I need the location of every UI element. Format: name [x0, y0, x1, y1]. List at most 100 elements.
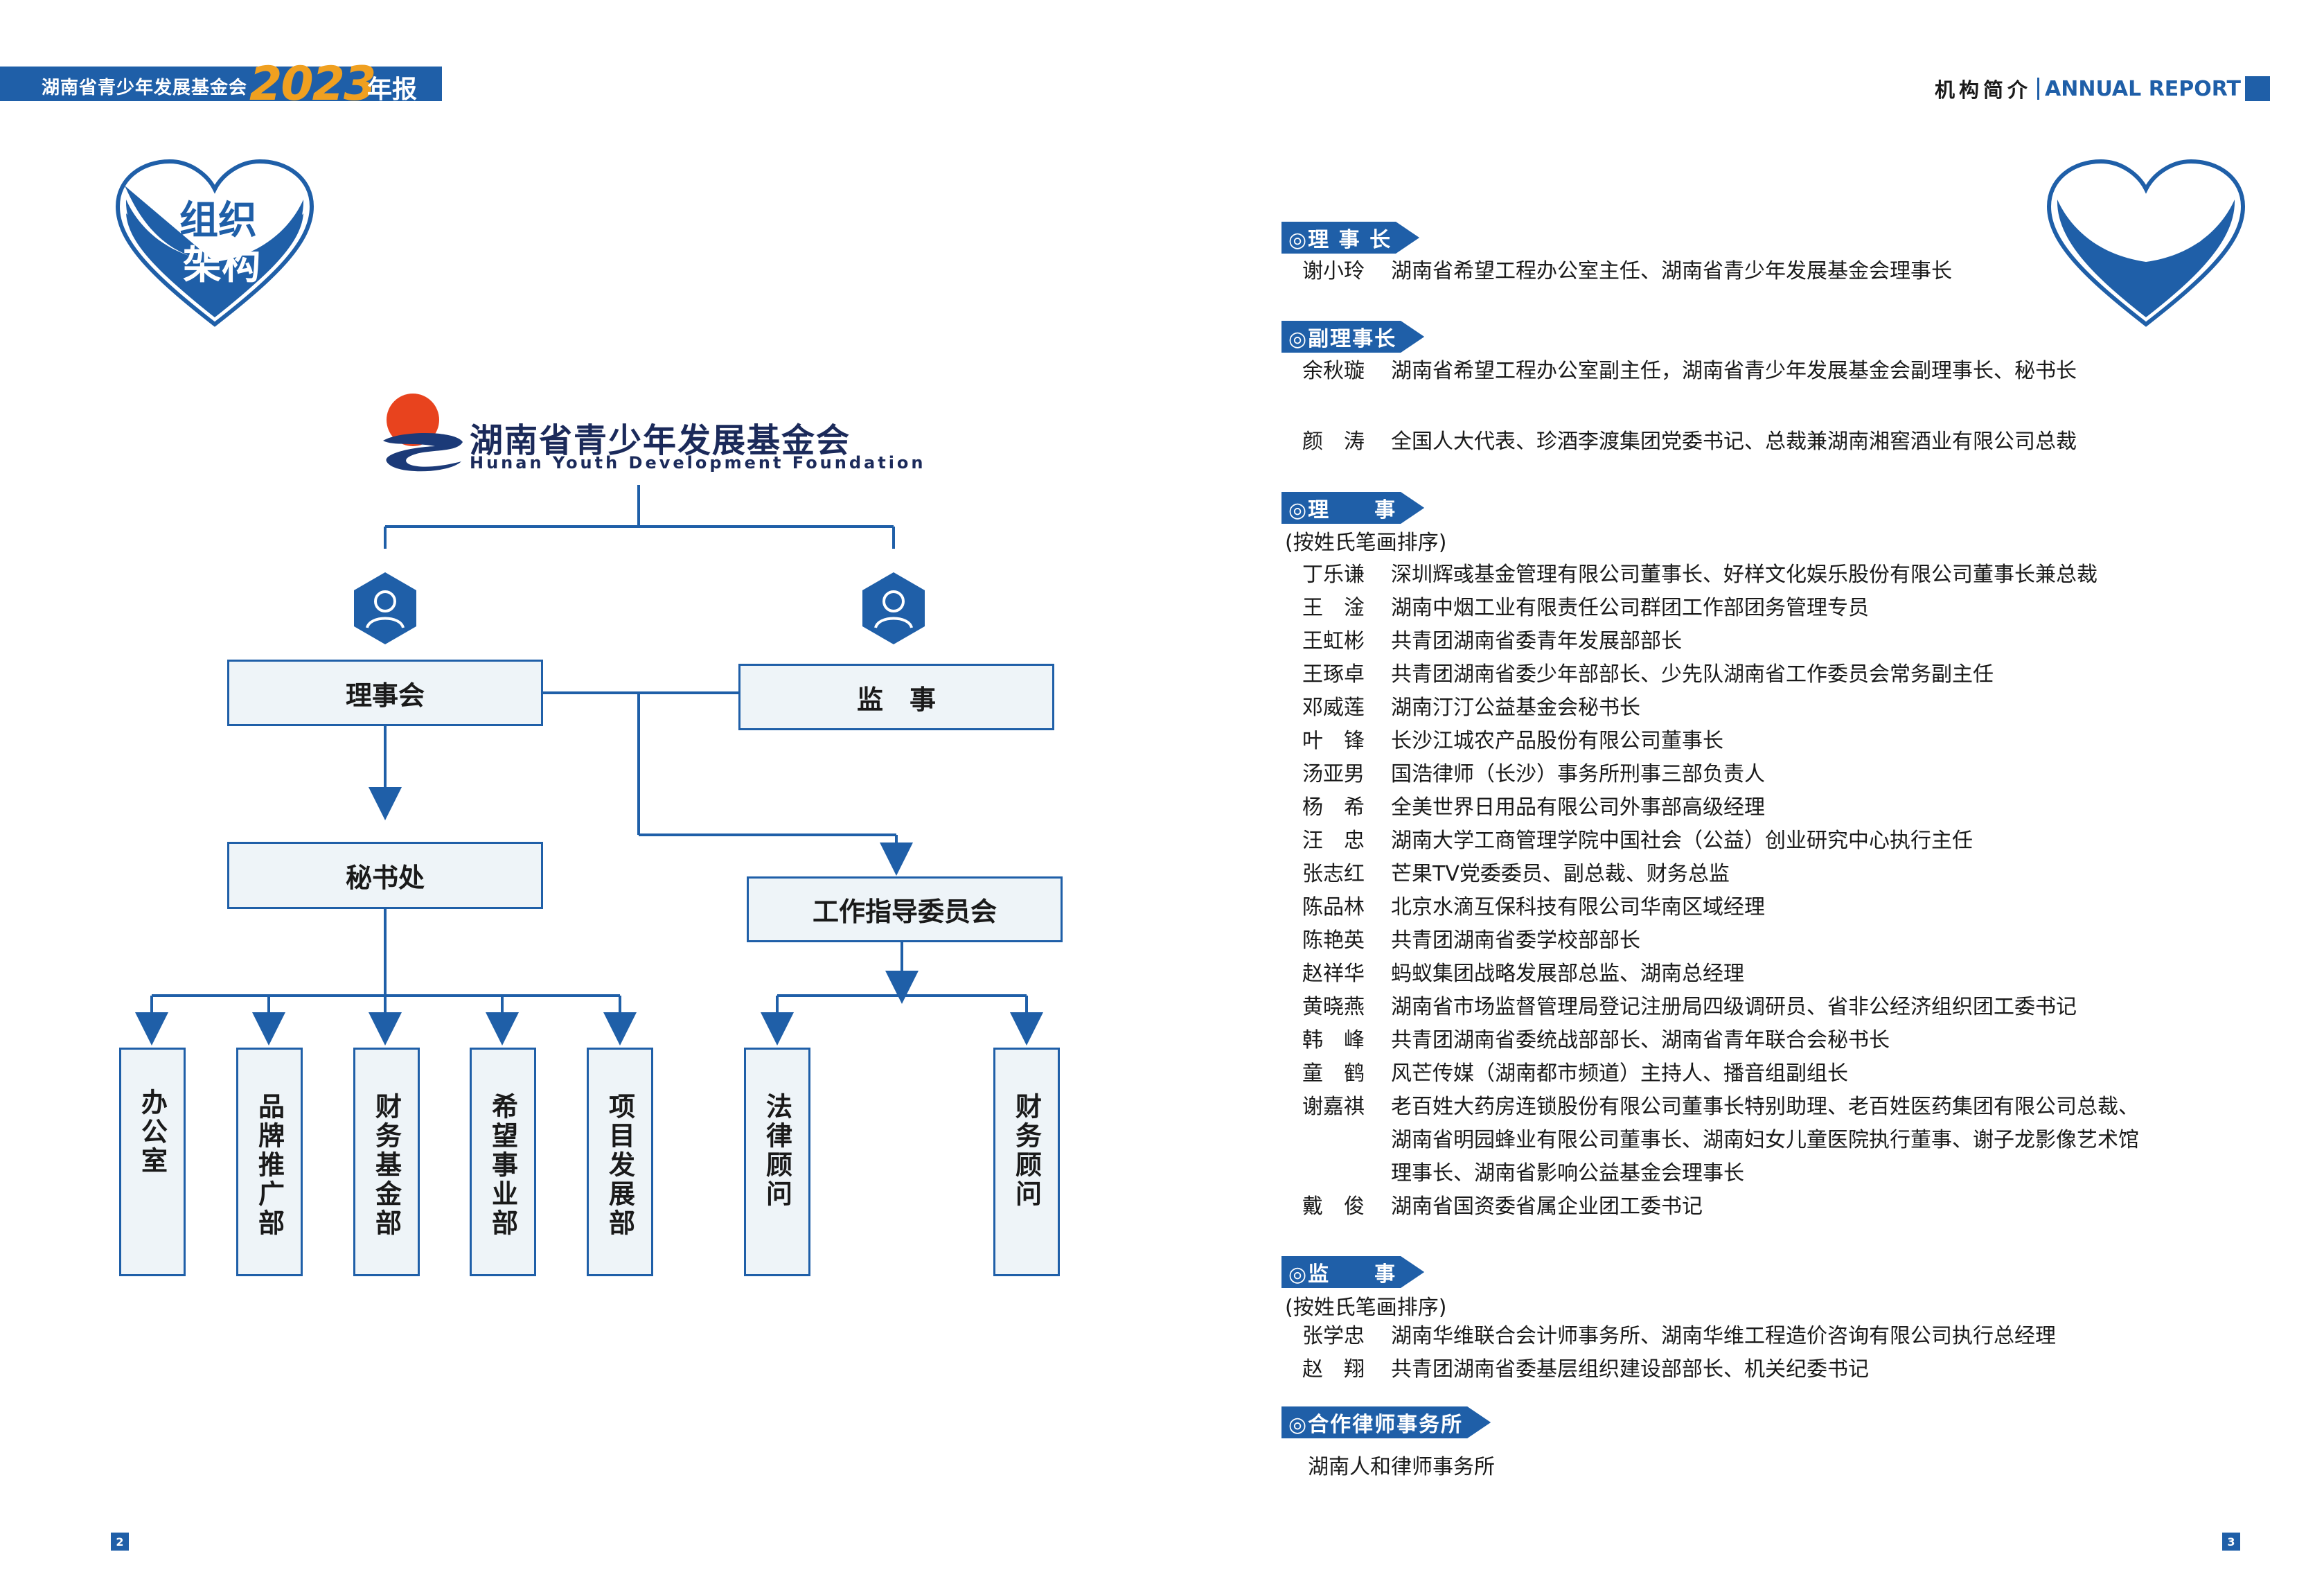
- tag-supervisors: ◎监 事: [1281, 1256, 1424, 1288]
- box-working-committee: 工作指导委员会: [747, 876, 1063, 942]
- member-row: 谢嘉祺 老百姓大药房连锁股份有限公司董事长特别助理、老百姓医药集团有限公司总裁、湖…: [1302, 1091, 2139, 1190]
- member-row: 汪 忠 湖南大学工商管理学院中国社会（公益）创业研究中心执行主任: [1302, 824, 2257, 858]
- box-supervisor: 监 事: [738, 664, 1054, 730]
- member-desc: 老百姓大药房连锁股份有限公司董事长特别助理、老百姓医药集团有限公司总裁、湖南省明…: [1391, 1095, 2139, 1185]
- member-desc: 湖南省国资委省属企业团工委书记: [1391, 1194, 1703, 1219]
- member-row: 童 鹤风芒传媒（湖南都市频道）主持人、播音组副组长: [1302, 1057, 2257, 1091]
- member-name: 王 淦: [1302, 596, 1365, 620]
- page-number-left: 2: [111, 1533, 129, 1551]
- member-desc: 湖南华维联合会计师事务所、湖南华维工程造价咨询有限公司执行总经理: [1391, 1324, 2056, 1348]
- dept-finance: 财务基金部: [353, 1048, 420, 1276]
- member-row: 叶 锋 长沙江城农产品股份有限公司董事长: [1302, 725, 2257, 758]
- member-desc: 湖南汀汀公益基金会秘书长: [1391, 696, 1640, 720]
- tag-vice-chairman: ◎副理事长: [1281, 321, 1424, 353]
- tag-directors: ◎理 事: [1281, 492, 1424, 524]
- member-desc: 风芒传媒（湖南都市频道）主持人、播音组副组长: [1391, 1061, 1848, 1086]
- header-right: 机构简介 ANNUAL REPORT: [1935, 75, 2270, 103]
- heart-icon: [2046, 159, 2246, 327]
- heart-icon: [115, 159, 314, 327]
- member-name: 颜 涛: [1302, 430, 1365, 454]
- header-report-label: 年报: [367, 76, 418, 104]
- member-desc: 湖南省希望工程办公室副主任，湖南省青少年发展基金会副理事长、秘书长: [1391, 359, 2077, 383]
- member-name: 黄晓燕: [1302, 995, 1365, 1019]
- dept-project: 项目发展部: [587, 1048, 653, 1276]
- annual-report-label: ANNUAL REPORT: [2045, 76, 2241, 101]
- logo-icon: [383, 394, 463, 472]
- member-name: 杨 希: [1302, 795, 1365, 820]
- member-name: 余秋璇: [1302, 359, 1365, 383]
- logo-name-en: Hunan Youth Development Foundation: [470, 453, 926, 473]
- member-row: 韩 峰 共青团湖南省委统战部部长、湖南省青年联合会秘书长: [1302, 1024, 2257, 1057]
- member-desc: 芒果TV党委委员、副总裁、财务总监: [1391, 862, 1730, 886]
- member-row: 余秋璇 湖南省希望工程办公室副主任，湖南省青少年发展基金会副理事长、秘书长: [1302, 355, 2097, 388]
- member-row: 张学忠 湖南华维联合会计师事务所、湖南华维工程造价咨询有限公司执行总经理: [1302, 1320, 2257, 1353]
- header-divider: [2037, 78, 2040, 100]
- logo-name-cn: 湖南省青少年发展基金会: [470, 421, 851, 460]
- member-name: 汪 忠: [1302, 829, 1365, 853]
- dept-office-label: 办公室: [136, 1088, 168, 1176]
- foundation-logo: 湖南省青少年发展基金会 Hunan Youth Development Foun…: [380, 392, 923, 482]
- box-secretariat: 秘书处: [227, 842, 543, 909]
- sort-note: (按姓氏笔画排序): [1285, 1296, 1447, 1320]
- member-row: 杨 希全美世界日用品有限公司外事部高级经理: [1302, 791, 2257, 824]
- dept-hope-label: 希望事业部: [487, 1093, 518, 1238]
- header-banner: 湖南省青少年发展基金会 2023 年报: [0, 57, 442, 112]
- member-name: 陈品林: [1302, 895, 1365, 919]
- member-row: 王虹彬 共青团湖南省委青年发展部部长: [1302, 625, 2257, 658]
- advisor-legal-label: 法律顾问: [761, 1093, 792, 1209]
- member-desc: 共青团湖南省委青年发展部部长: [1391, 629, 1682, 653]
- member-desc: 湖南省市场监督管理局登记注册局四级调研员、省非公经济组织团工委书记: [1391, 995, 2077, 1019]
- member-desc: 全国人大代表、珍酒李渡集团党委书记、总裁兼湖南湘窖酒业有限公司总裁: [1391, 430, 2077, 454]
- heart-title-left-line2: 架构: [183, 243, 260, 288]
- member-name: 张志红: [1302, 862, 1365, 886]
- member-desc: 湖南大学工商管理学院中国社会（公益）创业研究中心执行主任: [1391, 829, 1973, 853]
- member-desc: 长沙江城农产品股份有限公司董事长: [1391, 729, 1723, 753]
- sort-note: (按姓氏笔画排序): [1285, 531, 1447, 555]
- member-name: 赵 翔: [1302, 1357, 1365, 1382]
- member-row: 谢小玲 湖南省希望工程办公室主任、湖南省青少年发展基金会理事长: [1302, 255, 2257, 288]
- dept-brand: 品牌推广部: [236, 1048, 303, 1276]
- member-name: 叶 锋: [1302, 729, 1365, 753]
- member-row: 张志红 芒果TV党委委员、副总裁、财务总监: [1302, 858, 2257, 891]
- member-name: 邓威莲: [1302, 696, 1365, 720]
- dept-brand-label: 品牌推广部: [254, 1093, 285, 1238]
- member-name: 陈艳英: [1302, 928, 1365, 953]
- member-row: 汤亚男国浩律师（长沙）事务所刑事三部负责人: [1302, 758, 2257, 791]
- heart-title-right: 理事会: [2088, 204, 2204, 249]
- member-desc: 蚂蚁集团战略发展部总监、湖南总经理: [1391, 962, 1744, 986]
- tag-chairman: ◎理 事 长: [1281, 222, 1419, 254]
- member-row: 赵祥华 蚂蚁集团战略发展部总监、湖南总经理: [1302, 958, 2257, 991]
- member-name: 王虹彬: [1302, 629, 1365, 653]
- person-icon: [354, 572, 416, 644]
- member-row: 陈品林 北京水滴互保科技有限公司华南区域经理: [1302, 891, 2257, 924]
- heart-badge-left: 组织 架构: [111, 158, 319, 331]
- box-board: 理事会: [227, 660, 543, 726]
- member-desc: 湖南中烟工业有限责任公司群团工作部团务管理专员: [1391, 596, 1869, 620]
- member-name: 谢嘉祺: [1302, 1095, 1365, 1119]
- section-title: 机构简介: [1935, 78, 2032, 102]
- tag-law-firm: ◎合作律师事务所: [1281, 1406, 1491, 1438]
- member-name: 赵祥华: [1302, 962, 1365, 986]
- member-name: 谢小玲: [1302, 259, 1365, 283]
- member-desc: 北京水滴互保科技有限公司华南区域经理: [1391, 895, 1765, 919]
- advisor-legal: 法律顾问: [744, 1048, 810, 1276]
- advisor-finance-label: 财务顾问: [1011, 1093, 1042, 1209]
- header-year: 2023: [249, 57, 376, 112]
- law-firm-name: 湖南人和律师事务所: [1308, 1455, 1495, 1479]
- member-desc: 共青团湖南省委统战部部长、湖南省青年联合会秘书长: [1391, 1028, 1890, 1052]
- member-desc: 共青团湖南省委学校部部长: [1391, 928, 1640, 953]
- member-row: 丁乐谦深圳辉彧基金管理有限公司董事长、好样文化娱乐股份有限公司董事长兼总裁: [1302, 558, 2257, 592]
- member-name: 韩 峰: [1302, 1028, 1365, 1052]
- member-desc: 湖南省希望工程办公室主任、湖南省青少年发展基金会理事长: [1391, 259, 1952, 283]
- page-number-right: 3: [2222, 1533, 2240, 1551]
- member-row: 王 淦 湖南中烟工业有限责任公司群团工作部团务管理专员: [1302, 592, 2257, 625]
- member-row: 戴 俊湖南省国资委省属企业团工委书记: [1302, 1190, 2257, 1224]
- member-row: 邓威莲 湖南汀汀公益基金会秘书长: [1302, 691, 2257, 725]
- heart-badge-right: 理事会: [2042, 158, 2250, 331]
- member-row: 颜 涛 全国人大代表、珍酒李渡集团党委书记、总裁兼湖南湘窖酒业有限公司总裁: [1302, 425, 2257, 459]
- member-name: 丁乐谦: [1302, 563, 1365, 587]
- member-row: 赵 翔 共青团湖南省委基层组织建设部部长、机关纪委书记: [1302, 1353, 2257, 1386]
- member-name: 汤亚男: [1302, 762, 1365, 786]
- advisor-finance: 财务顾问: [993, 1048, 1060, 1276]
- heart-title-left-line1: 组织: [179, 198, 257, 243]
